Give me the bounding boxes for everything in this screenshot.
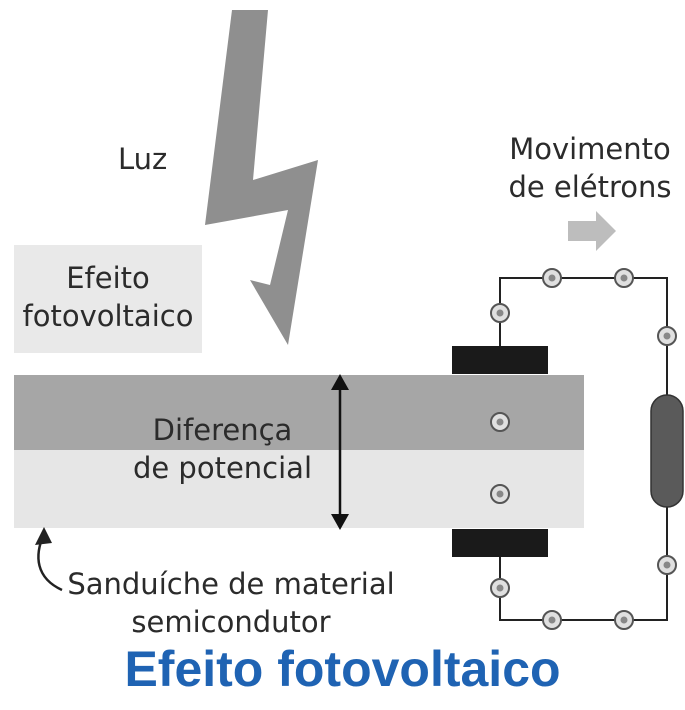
top-electrode <box>452 346 548 374</box>
sandwich-label: Sanduíche de material semicondutor <box>66 565 396 641</box>
sandwich-label-line1: Sanduíche de material <box>67 567 395 601</box>
upper-semiconductor-layer <box>14 375 584 450</box>
electron-movement-line2: de elétrons <box>508 170 672 204</box>
effect-box-label-line1: Efeito <box>66 261 150 295</box>
electron-movement-label: Movimento de elétrons <box>495 130 685 206</box>
potential-difference-arrow <box>331 374 349 530</box>
sandwich-pointer-arrow <box>35 527 63 592</box>
potential-difference-label: Diferença de potencial <box>120 411 325 487</box>
light-bolt-icon <box>205 10 318 345</box>
resistor <box>650 394 684 508</box>
effect-label-box <box>14 245 202 353</box>
diagram-title: Efeito fotovoltaico <box>124 641 561 697</box>
light-label: Luz <box>118 142 168 176</box>
right-arrow-icon <box>568 211 616 251</box>
effect-box-label: Efeito fotovoltaico <box>14 259 202 335</box>
sandwich-label-line2: semicondutor <box>131 605 331 639</box>
electron-movement-line1: Movimento <box>509 132 671 166</box>
effect-box-label-line2: fotovoltaico <box>22 299 194 333</box>
lower-semiconductor-layer <box>14 450 584 528</box>
potential-label-line2: de potencial <box>132 451 313 485</box>
bottom-electrode <box>452 529 548 557</box>
potential-label-line1: Diferença <box>152 413 293 447</box>
